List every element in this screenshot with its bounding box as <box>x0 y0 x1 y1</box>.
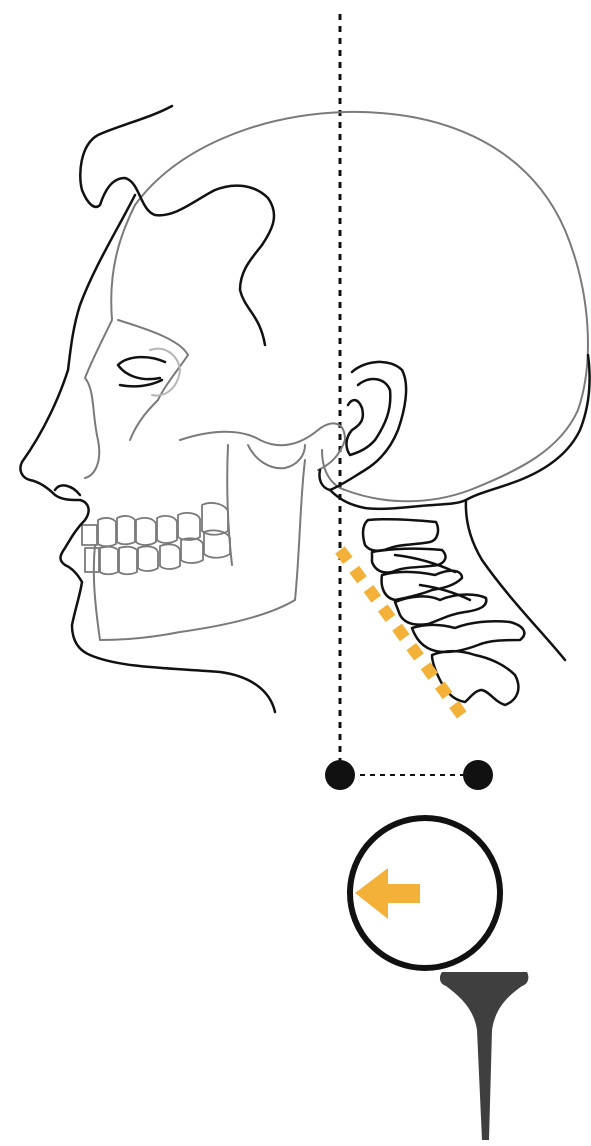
offset-point <box>463 760 493 790</box>
teeth <box>82 503 230 574</box>
skull <box>82 112 588 640</box>
ball <box>350 818 500 968</box>
spine-angle-line <box>340 550 467 722</box>
golf-tee-icon <box>440 972 528 1140</box>
plumb-point <box>325 760 355 790</box>
